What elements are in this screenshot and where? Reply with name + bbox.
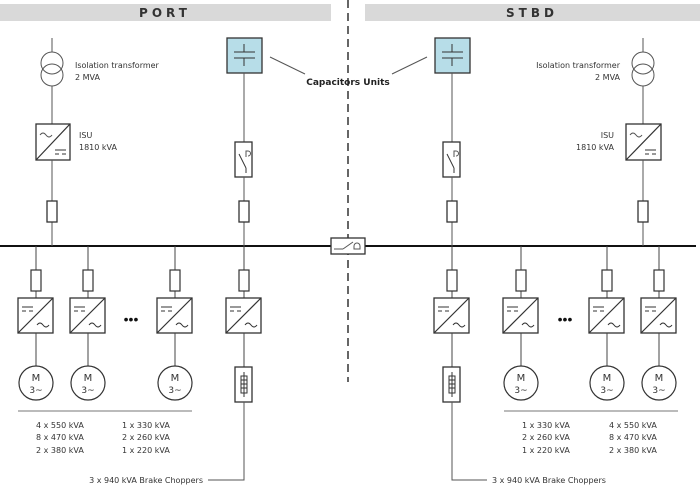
motor-icon: M 3~ — [18, 365, 54, 401]
port-capacitor-leader — [269, 56, 306, 75]
motor-label: M — [517, 373, 526, 384]
stbd-brake-choppers-leader — [451, 402, 487, 481]
port-drive-branch: M 3~ — [156, 246, 193, 401]
stbd-isu-converter-icon — [625, 123, 662, 246]
port-capacitor-switch-icon — [234, 141, 253, 246]
stbd-drive-branch — [433, 246, 470, 403]
port-header-bar — [0, 4, 331, 21]
motor-label: M — [603, 373, 612, 384]
port-rating-4: 1 x 330 kVA — [122, 421, 170, 430]
motor-phase-label: 3~ — [514, 386, 527, 396]
motor-label: M — [84, 373, 93, 384]
stbd-rating-1: 1 x 330 kVA — [522, 421, 570, 430]
stbd-rating-4: 4 x 550 kVA — [609, 421, 657, 430]
port-brake-choppers-label: 3 x 940 kVA Brake Choppers — [89, 476, 203, 485]
port-rating-3: 2 x 380 kVA — [36, 446, 84, 455]
stbd-header-bar — [365, 4, 700, 21]
port-transformer-name: Isolation transformer — [75, 61, 160, 70]
stbd-rating-2: 2 x 260 kVA — [522, 433, 570, 442]
port-rating-1: 4 x 550 kVA — [36, 421, 84, 430]
port-header: PORT — [139, 6, 191, 20]
stbd-drive-branch: M 3~ — [640, 246, 677, 401]
motor-phase-label: 3~ — [168, 386, 181, 396]
port-drive-branch: M 3~ — [69, 246, 106, 401]
port-rating-2: 8 x 470 kVA — [36, 433, 84, 442]
motor-label: M — [655, 373, 664, 384]
port-isu-rating: 1810 kVA — [79, 143, 117, 152]
port-rating-5: 2 x 260 kVA — [122, 433, 170, 442]
port-capacitor-unit-icon — [226, 37, 263, 142]
motor-label: M — [171, 373, 180, 384]
stbd-capacitor-unit-icon — [434, 37, 471, 142]
inverter-icon — [156, 297, 193, 334]
motor-label: M — [32, 373, 41, 384]
stbd-rating-3: 1 x 220 kVA — [522, 446, 570, 455]
motor-phase-label: 3~ — [652, 386, 665, 396]
inverter-icon — [69, 297, 106, 334]
stbd-drive-branch: M 3~ — [502, 246, 539, 401]
stbd-rating-5: 8 x 470 kVA — [609, 433, 657, 442]
stbd-rating-6: 2 x 380 kVA — [609, 446, 657, 455]
brake-chopper-resistor-icon — [234, 366, 253, 403]
drive-branches: M 3~ M 3~ M 3~ M 3~ M 3~ M 3~ — [17, 246, 677, 403]
stbd-isu-name: ISU — [601, 131, 614, 140]
inverter-icon — [588, 297, 625, 334]
bus-tie-breaker-icon[interactable] — [330, 237, 366, 255]
motor-icon: M 3~ — [70, 365, 106, 401]
port-drive-branch — [225, 246, 262, 403]
inverter-icon — [502, 297, 539, 334]
port-isu-fuse-icon — [46, 200, 58, 223]
stbd-isu-fuse-icon — [637, 200, 649, 223]
capacitors-label: Capacitors Units — [306, 78, 390, 88]
inverter-icon — [433, 297, 470, 334]
stbd-transformer-name: Isolation transformer — [536, 61, 621, 70]
inverter-icon — [17, 297, 54, 334]
inverter-icon — [225, 297, 262, 334]
stbd-capacitor-fuse-icon — [446, 200, 458, 223]
stbd-brake-choppers-label: 3 x 940 kVA Brake Choppers — [492, 476, 606, 485]
port-rating-6: 1 x 220 kVA — [122, 446, 170, 455]
port-brake-choppers-leader — [208, 402, 245, 481]
fuse-icon — [515, 269, 527, 292]
stbd-isolation-transformer-icon — [631, 38, 655, 124]
port-isu-converter-icon — [35, 123, 71, 246]
port-transformer-rating: 2 MVA — [75, 73, 100, 82]
port-drive-branch: M 3~ — [17, 246, 54, 401]
brake-chopper-resistor-icon — [442, 366, 461, 403]
port-capacitor-fuse-icon — [238, 200, 250, 223]
port-ellipsis: ••• — [124, 311, 139, 327]
motor-phase-label: 3~ — [600, 386, 613, 396]
fuse-icon — [601, 269, 613, 292]
stbd-drive-branch: M 3~ — [588, 246, 625, 401]
fuse-icon — [653, 269, 665, 292]
motor-icon: M 3~ — [641, 365, 677, 401]
stbd-ellipsis: ••• — [558, 311, 573, 327]
motor-phase-label: 3~ — [29, 386, 42, 396]
fuse-icon — [238, 269, 250, 292]
inverter-icon — [640, 297, 677, 334]
fuse-icon — [446, 269, 458, 292]
port-isu-name: ISU — [79, 131, 92, 140]
stbd-capacitor-leader — [391, 56, 428, 75]
stbd-isu-rating: 1810 kVA — [576, 143, 614, 152]
motor-icon: M 3~ — [157, 365, 193, 401]
fuse-icon — [82, 269, 94, 292]
stbd-capacitor-switch-icon — [442, 141, 461, 246]
motor-phase-label: 3~ — [81, 386, 94, 396]
stbd-header: STBD — [506, 6, 558, 20]
stbd-transformer-rating: 2 MVA — [595, 73, 620, 82]
port-isolation-transformer-icon — [40, 38, 64, 124]
motor-icon: M 3~ — [503, 365, 539, 401]
motor-icon: M 3~ — [589, 365, 625, 401]
fuse-icon — [169, 269, 181, 292]
fuse-icon — [30, 269, 42, 292]
